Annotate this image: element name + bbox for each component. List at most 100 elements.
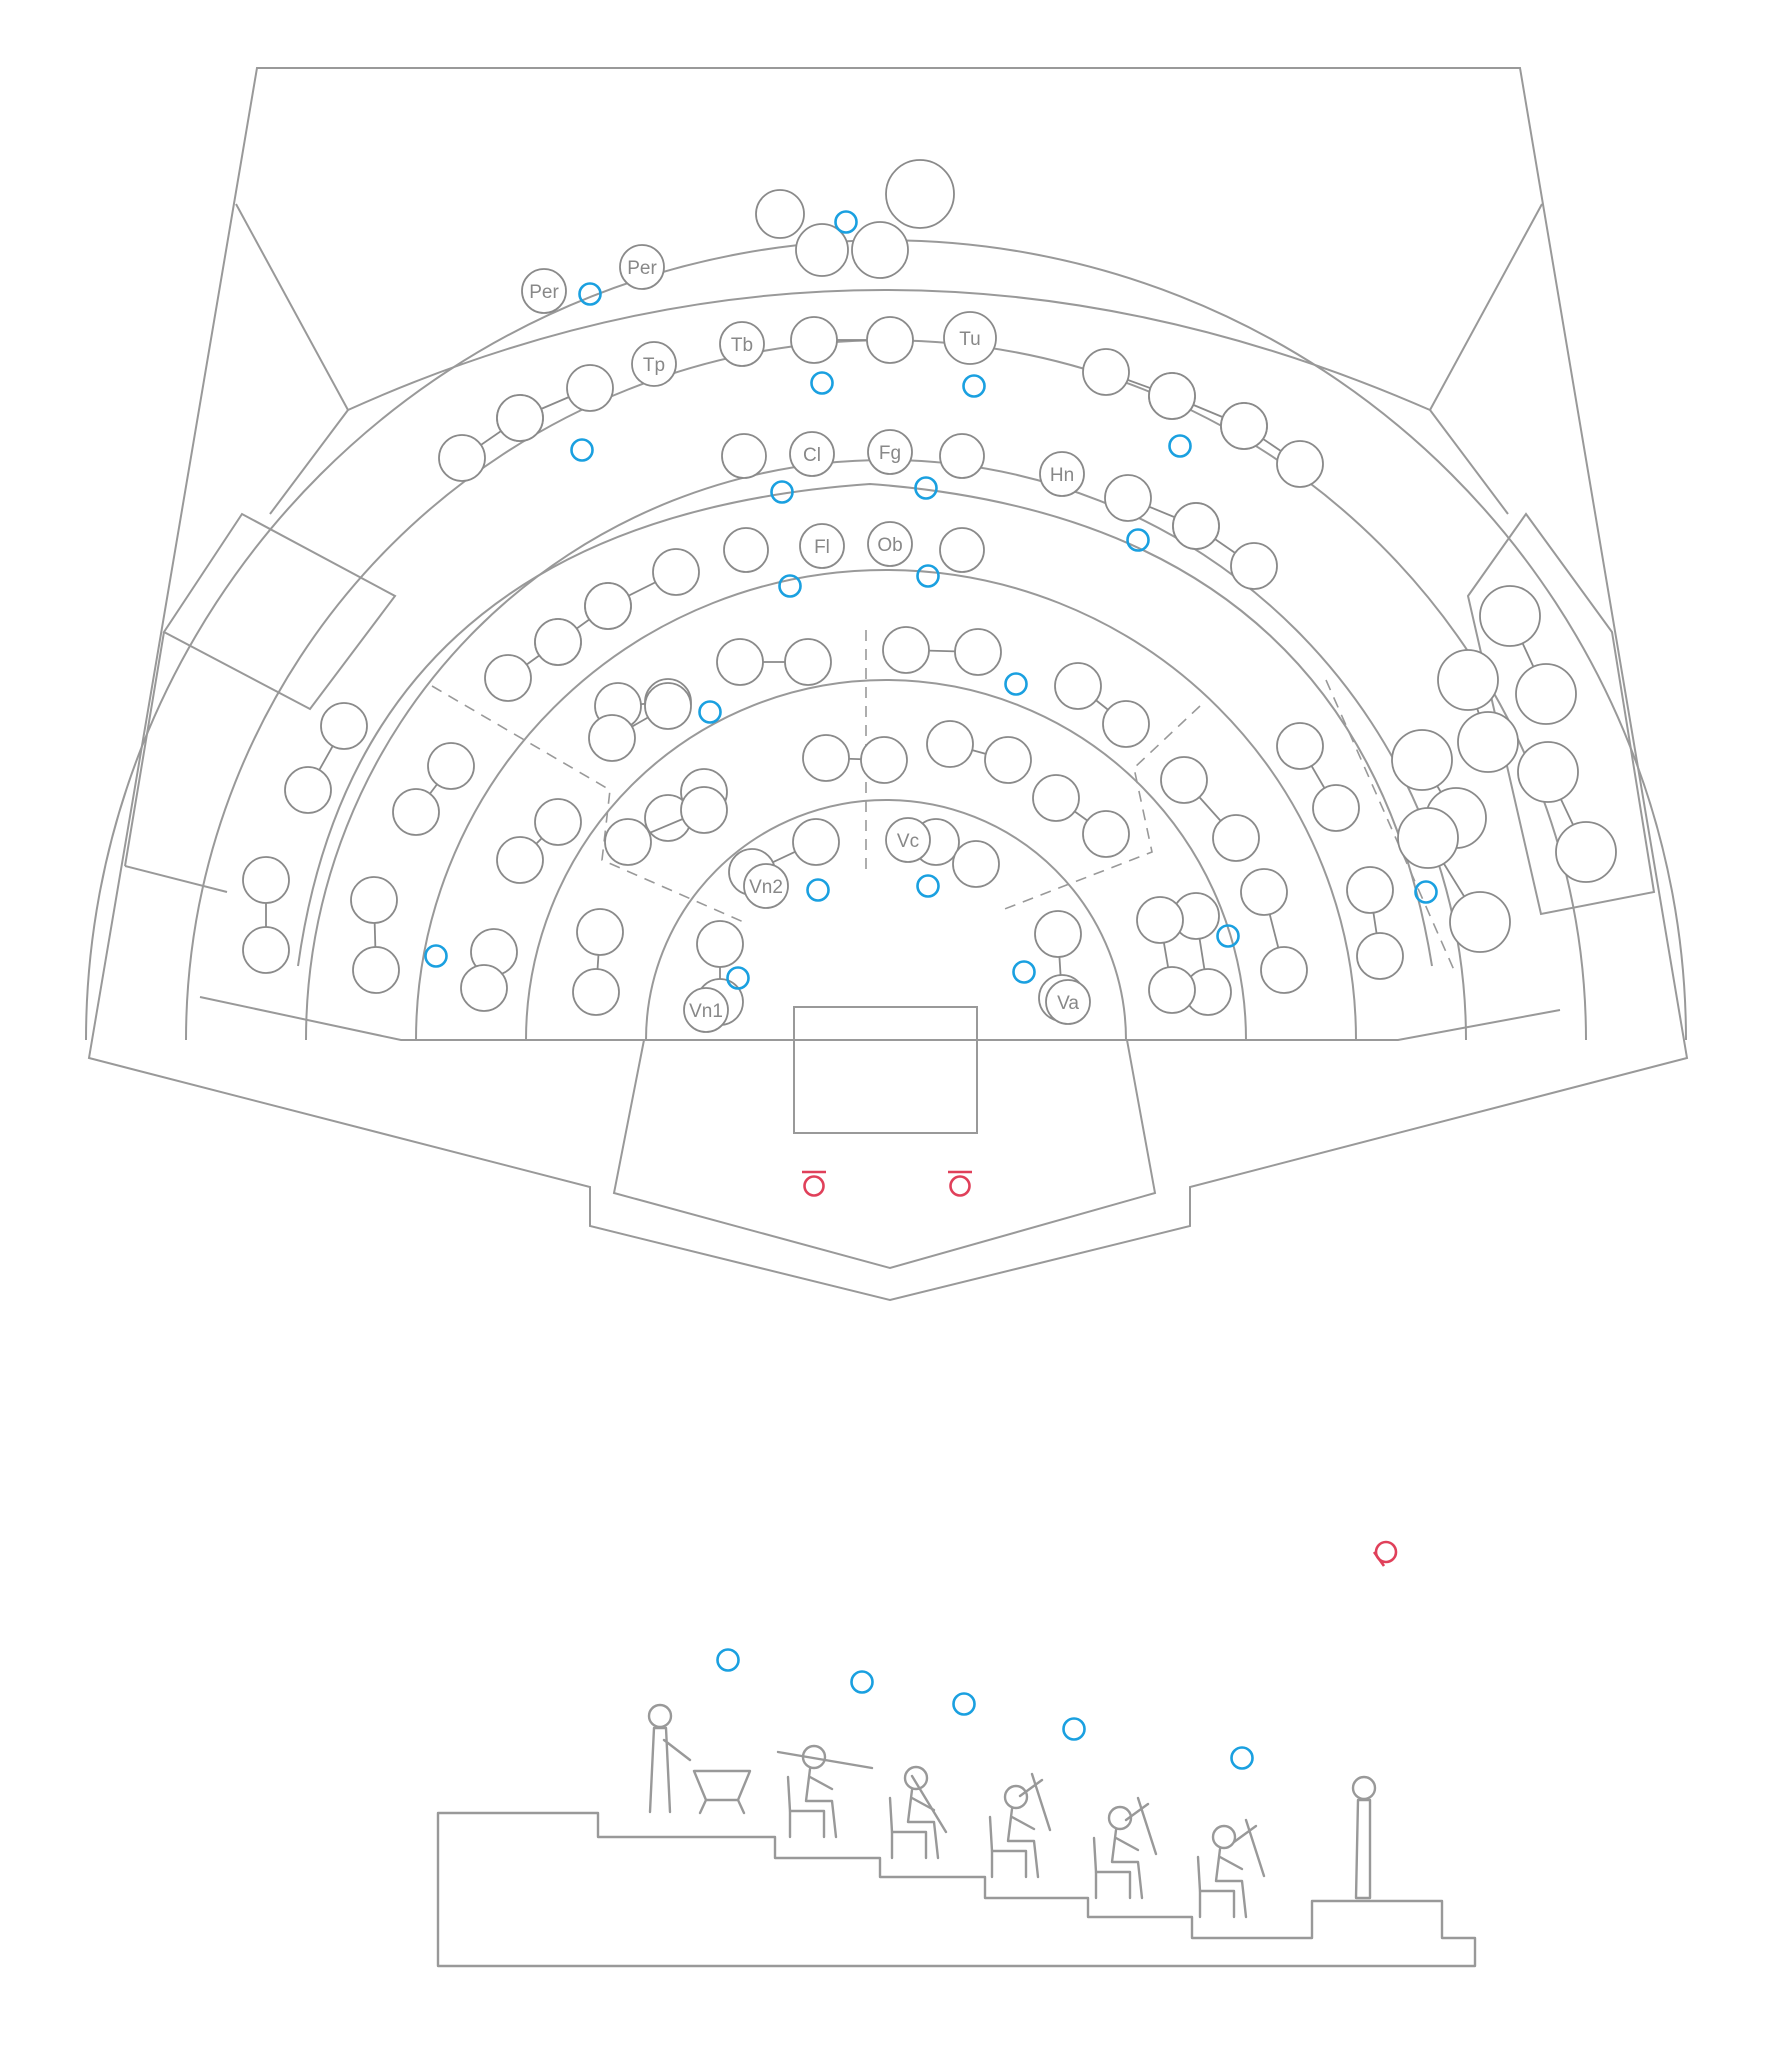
seat-circle [1437, 649, 1499, 711]
seat-circle [1312, 784, 1360, 832]
seat-circle [284, 766, 332, 814]
outer-wall [87, 67, 1689, 1302]
section-label: Per [627, 258, 657, 279]
seat-pair [1240, 868, 1308, 994]
seat-circle [790, 316, 838, 364]
microphone-icon [698, 700, 722, 724]
seat-pair [1437, 649, 1519, 773]
seat-pair [460, 928, 518, 1012]
microphone-icon [952, 1692, 976, 1716]
seat-circle [652, 548, 700, 596]
seat-circle [784, 638, 832, 686]
section-seat-percussion-1: Per [521, 268, 567, 314]
left-wing-line-1 [235, 203, 349, 411]
seat-circle [799, 523, 845, 569]
seat-pair [1220, 402, 1324, 488]
seat-circle [352, 946, 400, 994]
podium [793, 1006, 978, 1134]
seat-circle [885, 159, 955, 229]
seat-circle [392, 788, 440, 836]
microphone-icon [1012, 960, 1036, 984]
seat-pair [284, 702, 368, 814]
seat-circle [792, 818, 840, 866]
microphone-icon [424, 944, 448, 968]
seat-circle [1517, 741, 1579, 803]
seat-circle [438, 434, 486, 482]
seat-circle [1045, 979, 1091, 1025]
seat-pair [1276, 722, 1360, 832]
section-label: Vn1 [689, 1001, 723, 1022]
seat-circle [867, 429, 913, 475]
microphone-icon [1126, 528, 1150, 552]
section-label: Vn2 [749, 877, 783, 898]
seat-circle [1220, 402, 1268, 450]
seat-pair [1032, 774, 1130, 858]
seat-circle [576, 908, 624, 956]
microphone-icon [916, 564, 940, 588]
seat-circle [680, 786, 728, 834]
listener-icon [1372, 1540, 1398, 1567]
microphone-icon [962, 374, 986, 398]
microphone-icon [1062, 1717, 1086, 1741]
left-box [162, 512, 397, 711]
riser-arc-2 [525, 679, 1247, 1041]
stepped-riser-outline [436, 1811, 1477, 1968]
section-seat-violin-2: Vn2 [743, 863, 789, 909]
seat-circle [242, 856, 290, 904]
seat-circle [496, 836, 544, 884]
seat-circle [1160, 756, 1208, 804]
seat-circle [723, 527, 769, 573]
seat-circle [320, 702, 368, 750]
seated-musician-icon [1092, 1805, 1144, 1900]
brass-arc [297, 482, 1433, 967]
section-view [436, 1703, 1477, 1968]
seat-circle [1032, 774, 1080, 822]
seat-pair [802, 734, 908, 784]
microphone-icon [770, 480, 794, 504]
right-divider-1 [1001, 705, 1201, 911]
section-label: Fg [879, 443, 901, 464]
seat-pair [939, 433, 985, 479]
microphone-icon [834, 210, 858, 234]
seat-circle [939, 527, 985, 573]
seat-circle [683, 987, 729, 1033]
microphone-icon [570, 438, 594, 462]
listener-icon [948, 1170, 972, 1197]
seat-circle [1172, 502, 1220, 550]
microphone-icon [578, 282, 602, 306]
section-label: Ob [877, 535, 902, 556]
seat-circle [943, 311, 997, 365]
seat-pair [350, 876, 400, 994]
seat-pair [242, 856, 290, 974]
stage-outline [87, 67, 1689, 1302]
seat-pair [926, 720, 1032, 784]
seat-pair [721, 433, 767, 479]
seat-circle [604, 818, 652, 866]
seat-circle [882, 626, 930, 674]
seat-circle [1555, 821, 1617, 883]
seat-circle [719, 321, 765, 367]
seat-pair [939, 527, 985, 573]
seat-circle [619, 244, 665, 290]
seat-circle [789, 431, 835, 477]
seat-circle [631, 341, 677, 387]
left-divider-1 [431, 685, 749, 925]
seat-circle [1240, 868, 1288, 916]
seat-pair [496, 798, 582, 884]
seat-pair [790, 316, 914, 364]
seat-circle [496, 394, 544, 442]
standing-percussionist-icon [647, 1703, 692, 1814]
microphone-icon [806, 878, 830, 902]
seat-pair [588, 682, 692, 762]
seat-circle [1148, 372, 1196, 420]
seat-circle [1104, 474, 1152, 522]
section-seat-trombone: Tb [719, 321, 765, 367]
seat-pair [795, 223, 849, 277]
seat-circle [696, 920, 744, 968]
seat-circle [1276, 440, 1324, 488]
right-divider-2 [1325, 679, 1455, 971]
section-seat-bassoon: Fg [867, 429, 913, 475]
seat-circle [952, 840, 1000, 888]
seat-circle [484, 654, 532, 702]
